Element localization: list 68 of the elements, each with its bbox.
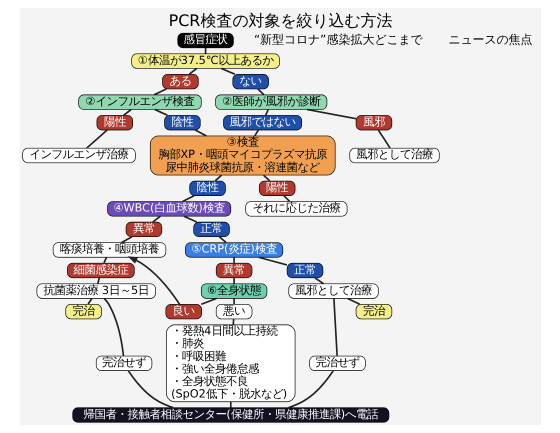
node-box: ⑤CRP(炎症)検査 (184, 242, 283, 258)
connector (102, 257, 107, 264)
node-box: ③検査 胸部XP・咽頭マイコプラズマ抗原 尿中肺炎球菌抗原・溶連菌など (149, 136, 336, 176)
node-box: インフルエンザ治療 (22, 148, 136, 164)
connector (188, 68, 197, 75)
connector (264, 109, 268, 116)
connector (214, 174, 222, 182)
node-box: 陰性 (164, 115, 200, 130)
node-box: 風邪 (355, 115, 392, 130)
connector (154, 108, 168, 116)
node-box: 完治せず (95, 356, 152, 371)
node-box: 風邪ではない (222, 115, 302, 130)
node-box: ない (232, 74, 268, 90)
connector (120, 236, 132, 244)
node-box: 完治 (64, 304, 102, 320)
node-box: 異常 (215, 262, 252, 278)
node-box: 正常 (286, 262, 323, 278)
connector (232, 319, 234, 325)
node-box: ②インフルエンザ検査 (78, 94, 202, 110)
connector (254, 130, 259, 136)
connector (182, 194, 194, 202)
node-box: 異常 (125, 222, 162, 238)
connector (220, 68, 235, 75)
connector (218, 236, 226, 244)
connector (183, 216, 196, 223)
connector (152, 216, 160, 223)
connector (122, 108, 132, 116)
connector (332, 298, 338, 356)
connector (377, 130, 390, 149)
label: ニュースの焦点 (448, 32, 532, 46)
connector (194, 129, 206, 137)
node-box: 感冒症状 (176, 32, 234, 48)
node-box: 悪い (215, 304, 252, 320)
node-box: 抗菌薬治療 3日～5日 (36, 283, 156, 299)
node-box: 細菌感染症 (66, 262, 134, 278)
node-box: ④WBC(白血球数)検査 (106, 201, 231, 216)
connector (262, 174, 270, 182)
connector (256, 88, 264, 96)
node-box: それに応じた治療 (244, 201, 347, 216)
connector (200, 298, 216, 306)
node-box: 帰国者・接触者相談センター(保健所・県健康推進課)へ電話 (72, 407, 389, 423)
arrow (127, 256, 180, 305)
node-box: ①体温が37.5℃以上あるか (130, 53, 280, 69)
node-box: 陽性 (96, 115, 133, 130)
connector (314, 277, 324, 284)
node-box: 喀痰培養・咽頭培養 (52, 242, 166, 258)
node-box: 正常 (192, 222, 230, 238)
connector (153, 88, 166, 96)
node-box: ②医師が風邪か診断 (214, 94, 327, 110)
node-box: ⑥全身状態 (200, 283, 267, 299)
connector (306, 108, 356, 120)
node-box: 陰性 (188, 180, 226, 196)
label: “新型コロナ”感染拡大どこまで (253, 32, 422, 46)
connector (86, 129, 108, 149)
node-box: ある (162, 74, 198, 90)
connector (103, 298, 124, 356)
node-box: ・発熱4日間以上持続 ・肺炎 ・呼吸困難 ・強い全身倦怠感 ・全身状態不良 (SpO2低下・脱水など) (166, 324, 295, 402)
node-box: 良い (165, 304, 202, 320)
node-box: 風邪として治療 (288, 283, 378, 299)
node-box: 風邪として治療 (348, 148, 440, 164)
connector (86, 298, 92, 305)
diagram-title: PCR検査の対象を絞り込む方法 (168, 11, 392, 30)
connector (258, 256, 287, 266)
connector (346, 298, 360, 305)
node-box: 陽性 (258, 180, 295, 196)
node-box: 完治 (355, 304, 392, 320)
connector (96, 278, 100, 284)
node-box: 完治せず (308, 356, 366, 371)
